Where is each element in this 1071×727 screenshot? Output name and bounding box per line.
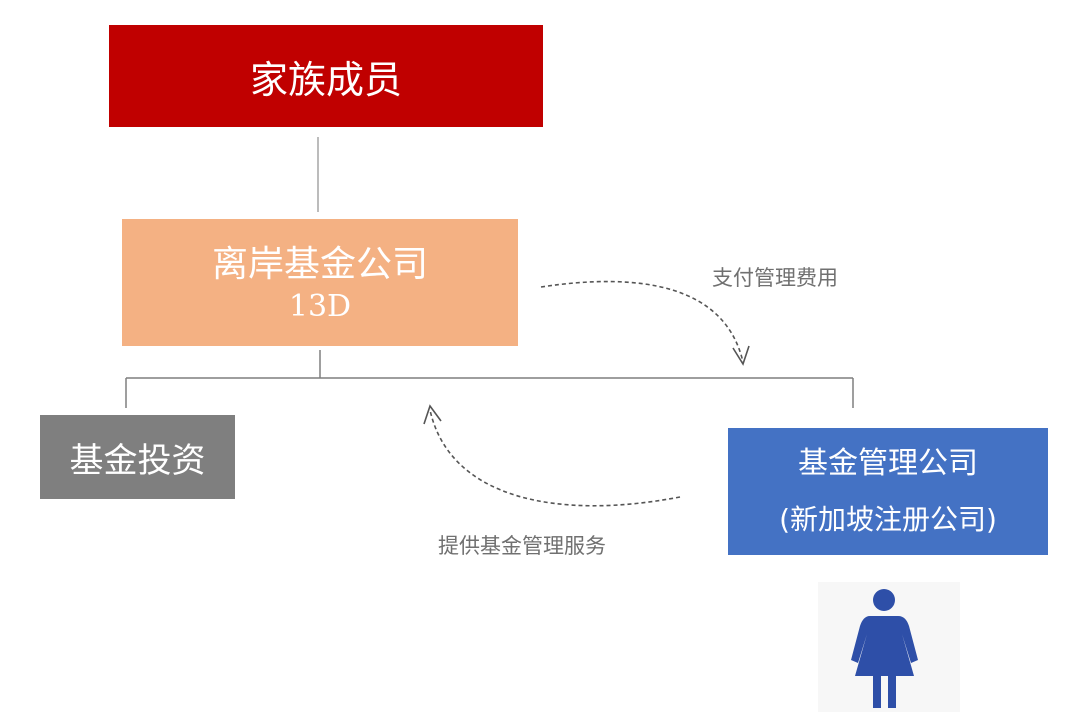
node-offshore-fund-company: 离岸基金公司 13D bbox=[122, 219, 518, 346]
arrowhead-pay-fee bbox=[732, 345, 750, 366]
node-family-members-label: 家族成员 bbox=[249, 57, 402, 102]
node-fund-investment-label: 基金投资 bbox=[69, 440, 206, 481]
arrowhead-provide-service bbox=[423, 404, 442, 425]
edge-label-pay-fee: 支付管理费用 bbox=[712, 266, 838, 290]
node-fund-investment: 基金投资 bbox=[40, 415, 235, 499]
node-fund-management-company: 基金管理公司 (新加坡注册公司) bbox=[728, 428, 1048, 555]
node-management-label: 基金管理公司 bbox=[798, 445, 978, 481]
edge-label-provide-service: 提供基金管理服务 bbox=[438, 534, 606, 558]
node-family-members: 家族成员 bbox=[109, 25, 543, 127]
node-offshore-sublabel: 13D bbox=[288, 288, 352, 324]
person-female-icon bbox=[818, 582, 960, 712]
arrow-provide-service bbox=[429, 409, 681, 507]
node-management-sublabel: (新加坡注册公司) bbox=[779, 502, 997, 536]
node-offshore-label: 离岸基金公司 bbox=[211, 243, 428, 285]
arrow-pay-fee bbox=[540, 280, 744, 363]
